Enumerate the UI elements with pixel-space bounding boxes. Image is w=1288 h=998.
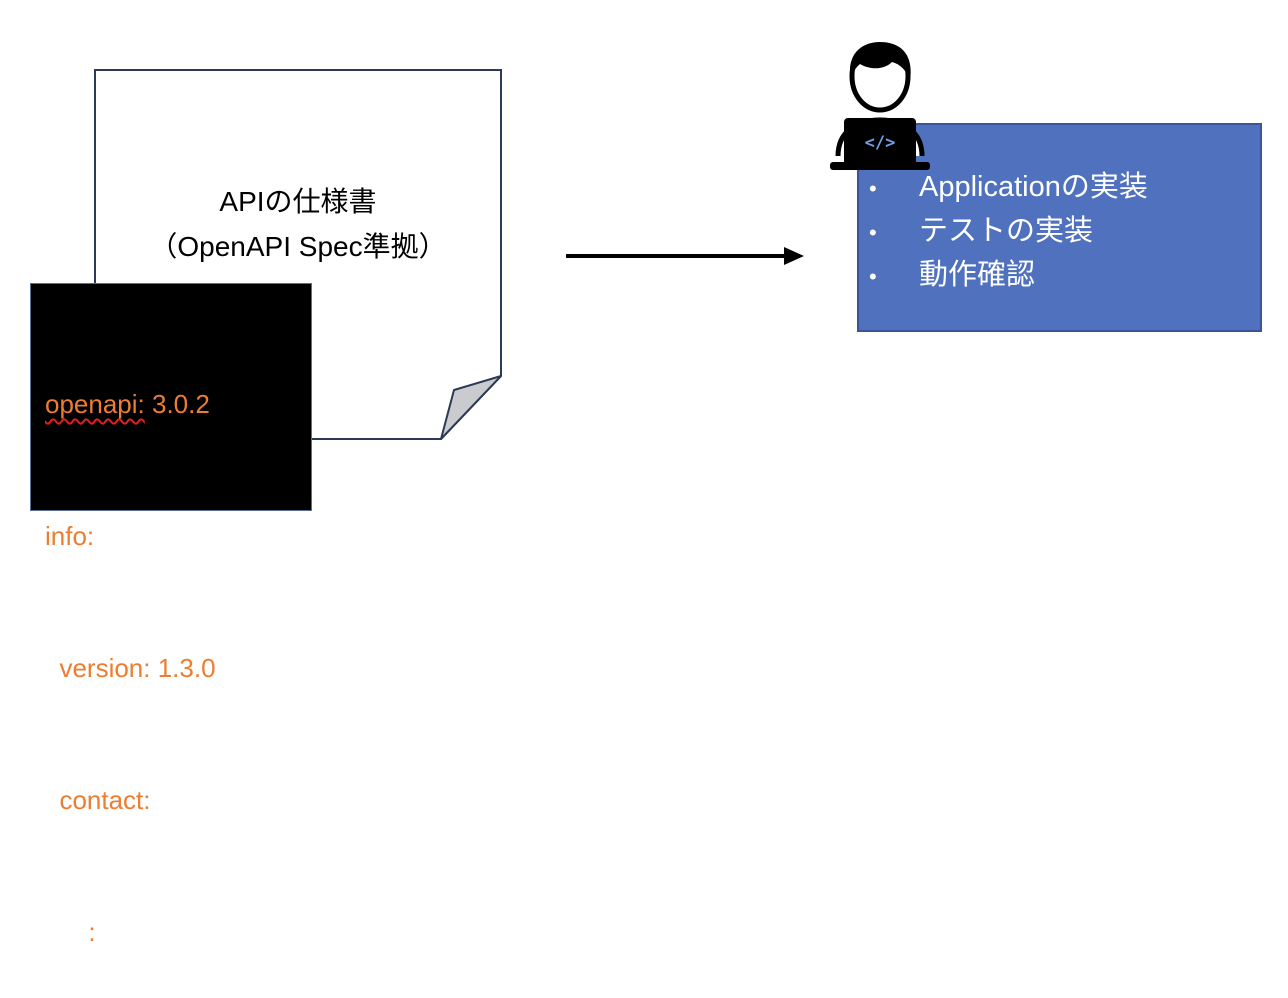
code-key: openapi: (45, 389, 145, 419)
task-label: テストの実装 (919, 215, 1094, 247)
implementation-task-box (857, 123, 1262, 332)
developer-laptop-icon: </> (830, 42, 930, 170)
code-line: : (45, 910, 311, 954)
code-line: openapi: 3.0.2 (45, 382, 311, 426)
list-item: • Applicationの実装 (869, 166, 1148, 210)
code-key: : (45, 917, 96, 947)
list-item: • テストの実装 (869, 210, 1148, 254)
task-label: 動作確認 (919, 259, 1036, 291)
openapi-code-snippet: openapi: 3.0.2 info: version: 1.3.0 cont… (30, 283, 312, 947)
code-line: contact: (45, 778, 311, 822)
code-value: 1.3.0 (150, 653, 216, 683)
spec-document-subtitle: （OpenAPI Spec準拠） (149, 231, 447, 262)
code-key: version: (45, 653, 151, 683)
code-line: version: 1.3.0 (45, 646, 311, 690)
bullet-icon: • (869, 220, 877, 245)
spec-document-title: APIの仕様書 (219, 186, 377, 217)
bullet-icon: • (869, 264, 877, 289)
task-label: Applicationの実装 (919, 171, 1148, 203)
code-key: contact: (45, 785, 151, 815)
task-list: • Applicationの実装 • テストの実装 • 動作確認 (869, 166, 1148, 298)
bullet-icon: • (869, 176, 877, 201)
code-key: info: (45, 521, 95, 551)
list-item: • 動作確認 (869, 254, 1148, 298)
code-value: 3.0.2 (144, 389, 210, 419)
laptop-code-symbol: </> (865, 133, 896, 153)
code-line: info: (45, 514, 311, 558)
